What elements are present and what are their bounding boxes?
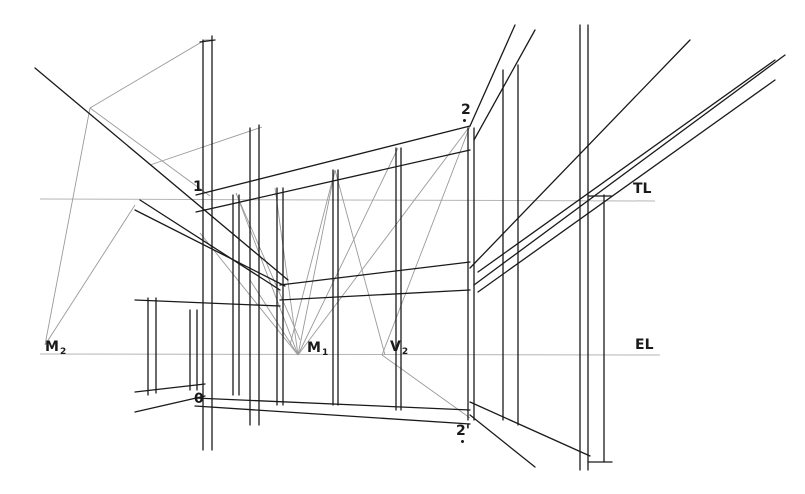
right-beam-1b xyxy=(473,29,536,141)
back-beam-bottom xyxy=(279,289,471,301)
left-wall-top xyxy=(134,299,281,307)
left-beam-mid xyxy=(139,199,281,291)
floor-left-2 xyxy=(134,395,206,413)
right-beam-1a xyxy=(469,24,516,127)
tl-label: TL xyxy=(633,181,652,197)
point-2-prime-dot xyxy=(461,440,464,443)
column-a-cap xyxy=(199,39,216,43)
left-beam-top xyxy=(34,67,289,281)
m2-construction-d xyxy=(149,126,263,166)
right-beam-2b xyxy=(473,54,786,286)
m1-label: M1 xyxy=(307,340,329,358)
point-2-label: 2 xyxy=(461,102,471,118)
diag-2 xyxy=(289,169,336,346)
v2-ray-3 xyxy=(334,169,386,356)
point-1-label: 1 xyxy=(193,179,203,195)
m2-label: M2 xyxy=(45,339,67,357)
reference-lines xyxy=(39,198,661,356)
m1-ray-7 xyxy=(199,232,299,356)
m2-construction-a xyxy=(44,39,212,346)
m1-ray-5 xyxy=(297,125,471,356)
v2-ray-1 xyxy=(381,125,471,356)
diag-1 xyxy=(235,192,301,341)
el-label: EL xyxy=(635,337,654,353)
structure-lines xyxy=(34,24,786,471)
point-2-dot xyxy=(463,119,466,122)
m1-ray-1 xyxy=(235,192,299,356)
construction-lines xyxy=(44,39,471,419)
m1-ray-6 xyxy=(249,279,299,356)
left-beam-bottom xyxy=(134,209,286,287)
floor-right-1 xyxy=(469,401,591,457)
floor-right-2 xyxy=(469,414,536,468)
ceiling-back-top xyxy=(195,125,471,196)
m1-ray-3 xyxy=(297,169,336,356)
point-0-label: 0 xyxy=(194,391,204,407)
back-beam-top xyxy=(279,261,471,286)
v2-ray-2 xyxy=(381,354,471,419)
floor-back-2 xyxy=(194,405,471,425)
m1-ray-4 xyxy=(297,147,399,356)
m2-construction-c xyxy=(44,204,136,346)
floor-left-1 xyxy=(134,383,206,393)
v2-label: V2 xyxy=(390,339,409,357)
point-2-prime-label: 2' xyxy=(456,423,471,439)
eye-level-line xyxy=(39,353,661,356)
m2-construction-b xyxy=(89,107,211,197)
right-beam-2c xyxy=(477,79,776,293)
right-beam-2d xyxy=(477,59,776,273)
true-height-line xyxy=(39,198,656,202)
